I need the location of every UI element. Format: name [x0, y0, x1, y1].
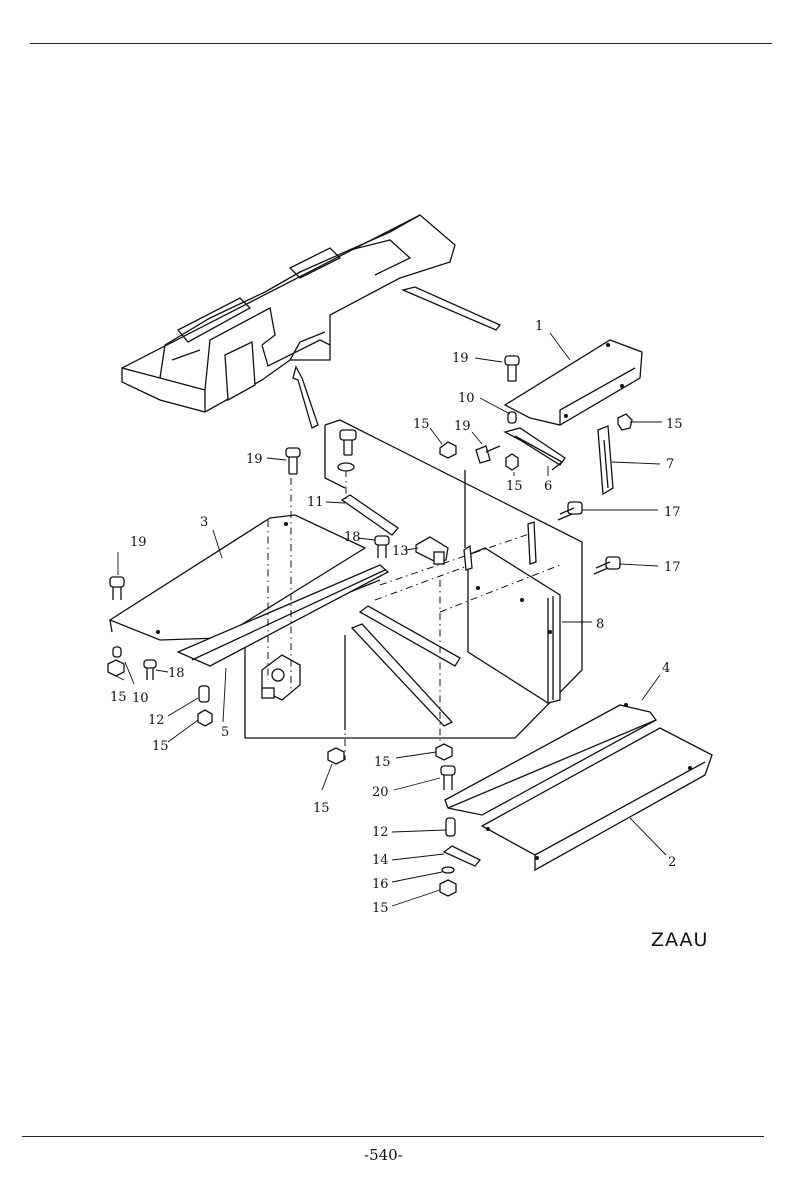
- fastener-bolts: [107, 355, 633, 897]
- callout-19-center: 19: [454, 419, 471, 434]
- part-3-left-platform: [108, 514, 367, 641]
- callout-2: 2: [668, 855, 676, 870]
- bottom-rule: [22, 1136, 764, 1137]
- callout-4: 4: [662, 661, 670, 676]
- callout-5: 5: [221, 725, 229, 740]
- part-1-top-cover: [503, 339, 643, 426]
- part-5-long-bar: [176, 564, 390, 667]
- callout-19-left: 19: [130, 535, 147, 550]
- callout-15-bottom-upper: 15: [374, 755, 391, 770]
- callout-18-lower: 18: [168, 666, 185, 681]
- callout-19-mid-left: 19: [246, 452, 263, 467]
- callout-10-left: 10: [132, 691, 149, 706]
- callout-15-bottom-lower: 15: [372, 901, 389, 916]
- callout-15-strut: 15: [313, 801, 330, 816]
- part-6-bracket: [503, 427, 566, 471]
- part-7-post: [597, 425, 614, 496]
- part-13-clip: [415, 536, 449, 565]
- callout-15-right: 15: [666, 417, 683, 432]
- callout-13: 13: [392, 544, 409, 559]
- callout-19-top: 19: [452, 351, 469, 366]
- page-number: -540-: [364, 1146, 403, 1164]
- callout-15-left-lower: 15: [152, 739, 169, 754]
- callout-12-left: 12: [148, 713, 165, 728]
- callout-1: 1: [535, 319, 543, 334]
- assembly-centerlines: [267, 470, 561, 760]
- callout-15-center: 15: [506, 479, 523, 494]
- callout-11: 11: [307, 495, 324, 510]
- callout-8: 8: [596, 617, 604, 632]
- callout-14: 14: [372, 853, 389, 868]
- carrier-overview: [121, 214, 456, 413]
- callout-17-lower: 17: [664, 560, 681, 575]
- direction-arrows: [292, 286, 502, 429]
- callout-6: 6: [544, 479, 552, 494]
- part-8-side-panel: [467, 547, 561, 704]
- drawing-code: ZAAU: [651, 929, 709, 951]
- callout-15-left-upper: 15: [110, 690, 127, 705]
- diagonal-struts: [350, 605, 461, 727]
- callout-16: 16: [372, 877, 389, 892]
- callout-20: 20: [372, 785, 389, 800]
- callout-3: 3: [200, 515, 208, 530]
- leader-lines: [115, 332, 667, 907]
- part-11-strap: [340, 494, 399, 536]
- callout-18-upper: 18: [344, 530, 361, 545]
- callout-7: 7: [666, 457, 674, 472]
- callout-10-top: 10: [458, 391, 475, 406]
- top-rule: [30, 43, 772, 44]
- callout-12-bottom: 12: [372, 825, 389, 840]
- part-2-step-plate: [480, 727, 713, 872]
- callout-labels: 1 2 3 4 5 6 7 8 10 10 11 12 12 13 14 15 …: [110, 319, 683, 916]
- mounting-block: [261, 654, 301, 701]
- callout-15-top: 15: [413, 417, 430, 432]
- callout-17-upper: 17: [664, 505, 681, 520]
- part-4-rail: [444, 703, 657, 816]
